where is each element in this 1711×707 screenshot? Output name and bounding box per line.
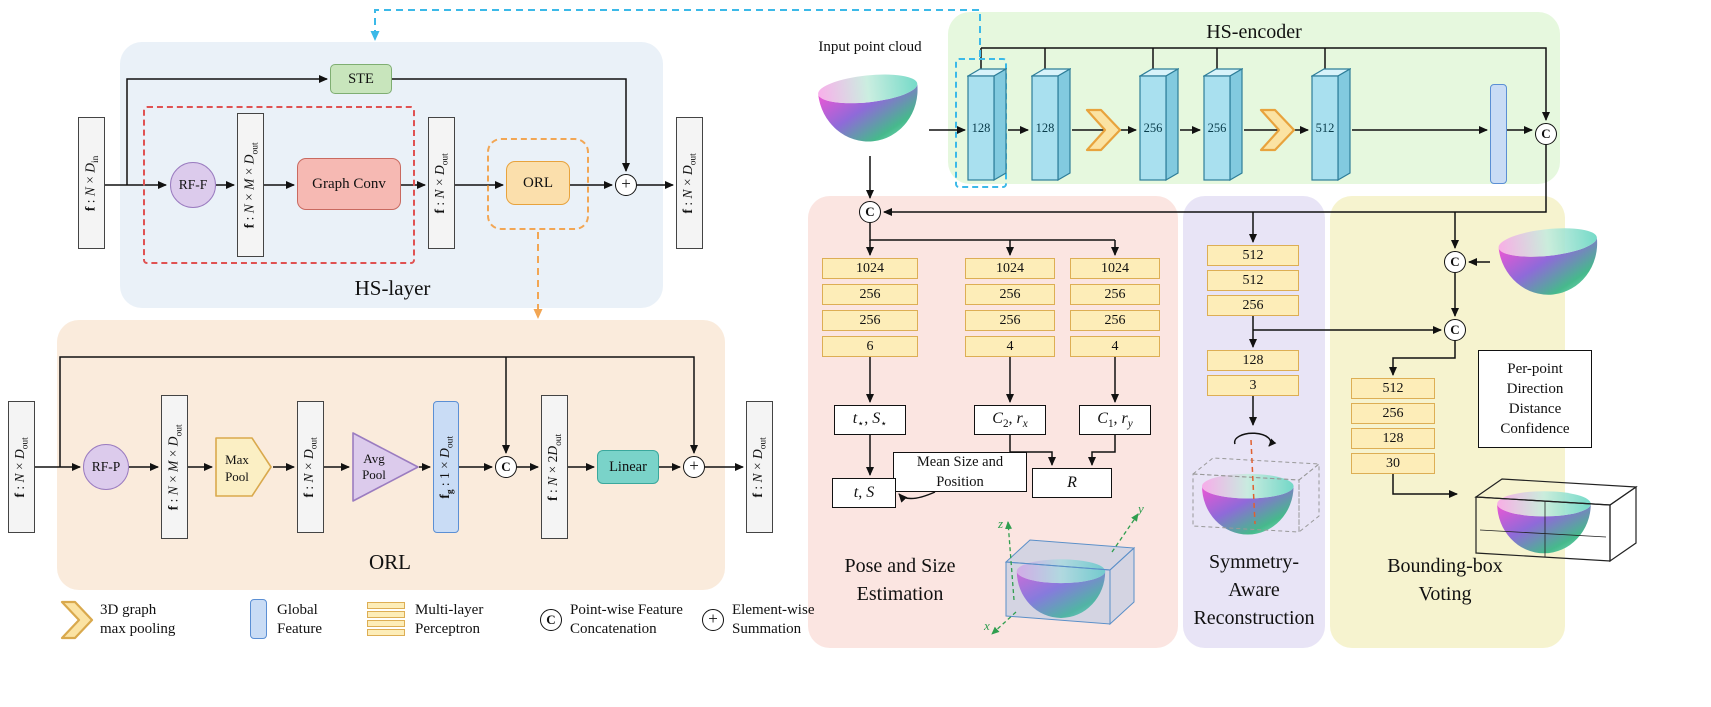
feature-box-hs-nm: f : N × M × Dout: [237, 113, 264, 257]
feature-box-hs-output: f : N × Dout: [676, 117, 703, 249]
mlp-layer: 3: [1207, 375, 1299, 396]
concatenation-icon: C: [540, 609, 562, 631]
per-point-output-box: Per-point Direction Distance Confidence: [1478, 350, 1592, 448]
mlp-layer: 256: [965, 310, 1055, 331]
rotation-matrix-box: R: [1032, 468, 1112, 498]
orl-title: ORL: [369, 550, 411, 574]
mlp-layer: 1024: [965, 258, 1055, 279]
summation-icon: +: [702, 609, 724, 631]
3d-graph-max-pooling-icon: [1259, 108, 1296, 152]
svg-text:z: z: [997, 516, 1003, 531]
global-feature-box: fg : 1 × Dout: [433, 401, 459, 533]
orl-block: ORL: [506, 161, 570, 205]
mlp-layer: 4: [965, 336, 1055, 357]
svg-text:128: 128: [972, 121, 991, 135]
global-feature-icon: [250, 599, 267, 639]
input-point-cloud-label: Input point cloud: [818, 39, 922, 55]
translation-scale-box: t, S: [832, 478, 896, 508]
mlp-layer: 256: [1351, 403, 1435, 424]
pose-result-image: z y x: [983, 501, 1144, 635]
encoder-block-512: 512: [1311, 68, 1351, 182]
mlp-layer: 256: [822, 284, 918, 305]
hs-layer-title: HS-layer: [354, 276, 431, 300]
rotation-c1-ry-box: C1, ry: [1079, 405, 1151, 435]
concatenation-icon: C: [495, 456, 517, 478]
mlp-layer: 256: [1070, 310, 1160, 331]
mlp-layer: 256: [1207, 295, 1299, 316]
svg-text:Avg: Avg: [363, 451, 385, 466]
feature-box-orl-2n: f : N × 2Dout: [541, 395, 568, 539]
max-pool-block: Max Pool: [215, 437, 272, 497]
svg-text:Pool: Pool: [225, 469, 249, 484]
voting-result-image: [1474, 478, 1638, 563]
mlp-layer: 6: [822, 336, 918, 357]
svg-text:128: 128: [1036, 121, 1055, 135]
mlp-layer: 128: [1351, 428, 1435, 449]
concatenation-icon: C: [859, 201, 881, 223]
summation-icon: +: [615, 174, 637, 196]
concatenation-icon: C: [1444, 251, 1466, 273]
input-point-cloud-image: [818, 74, 918, 142]
svg-text:y: y: [1136, 501, 1144, 516]
mlp-layer: 256: [965, 284, 1055, 305]
mlp-layer: 4: [1070, 336, 1160, 357]
mlp-layer: 256: [1070, 284, 1160, 305]
global-feature-icon: [1490, 84, 1507, 184]
rf-p-block: RF-P: [83, 444, 129, 490]
mlp-layer: 512: [1207, 270, 1299, 291]
rotation-c2-rx-box: C2, rx: [974, 405, 1046, 435]
feature-box-hs-n1: f : N × Dout: [428, 117, 455, 249]
mlp-layer: 1024: [1070, 258, 1160, 279]
mlp-layer: 30: [1351, 453, 1435, 474]
feature-box-orl-input: f : N × Dout: [8, 401, 35, 533]
translation-scale-init-box: t⋆, S⋆: [834, 405, 906, 435]
hs-encoder-title: HS-encoder: [1206, 21, 1302, 43]
feature-box-orl-output: f : N × Dout: [746, 401, 773, 533]
concatenation-icon: C: [1444, 319, 1466, 341]
linear-block: Linear: [597, 450, 659, 484]
concatenation-icon: C: [1535, 123, 1557, 145]
feature-box-orl-n: f : N × Dout: [297, 401, 324, 533]
symmetry-result-image: [1191, 432, 1321, 535]
encoder-block-256-1: 256: [1139, 68, 1179, 182]
svg-text:256: 256: [1144, 121, 1163, 135]
mlp-layer: 128: [1207, 350, 1299, 371]
summation-icon: +: [683, 456, 705, 478]
graph-conv-block: Graph Conv: [297, 158, 401, 210]
ste-block: STE: [330, 64, 392, 94]
mlp-layer: 1024: [822, 258, 918, 279]
rf-f-block: RF-F: [170, 162, 216, 208]
svg-text:Max: Max: [225, 452, 249, 467]
svg-text:256: 256: [1208, 121, 1227, 135]
voting-point-cloud-image: [1498, 228, 1598, 295]
feature-box-hs-input: f : N × Din: [78, 117, 105, 249]
3d-graph-max-pooling-icon: [60, 600, 94, 640]
mlp-layer: 512: [1207, 245, 1299, 266]
feature-box-orl-nm: f : N × M × Dout: [161, 395, 188, 539]
svg-text:x: x: [983, 618, 990, 633]
svg-text:512: 512: [1316, 121, 1335, 135]
svg-text:Pool: Pool: [362, 467, 386, 482]
mlp-layer: 512: [1351, 378, 1435, 399]
multi-layer-perceptron-icon: [367, 602, 405, 638]
encoder-block-256-2: 256: [1203, 68, 1243, 182]
mlp-layer: 256: [822, 310, 918, 331]
avg-pool-block: Avg Pool: [352, 432, 419, 502]
encoder-block-128-1: 128: [967, 68, 1007, 182]
3d-graph-max-pooling-icon: [1085, 108, 1122, 152]
symmetry-title: Symmetry- Aware Reconstruction: [1193, 551, 1315, 629]
encoder-block-128-2: 128: [1031, 68, 1071, 182]
